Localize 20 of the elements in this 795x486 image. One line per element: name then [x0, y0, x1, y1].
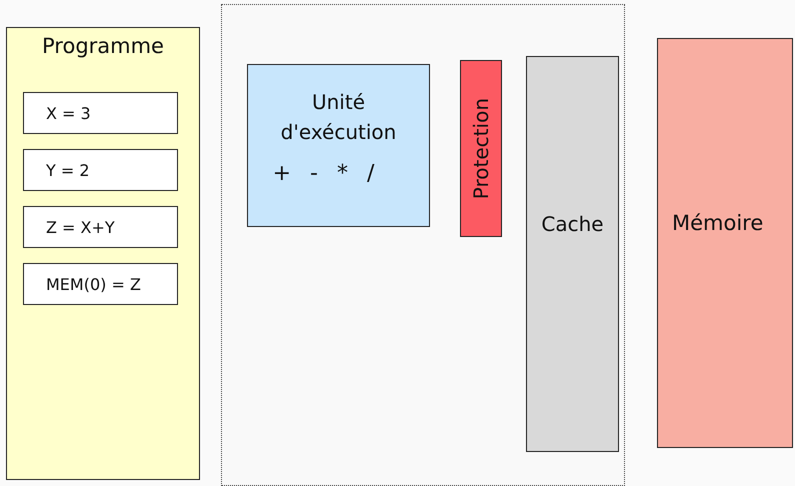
instruction-text: MEM(0) = Z	[46, 274, 142, 294]
panel-title: Programme	[42, 34, 164, 58]
box-label: Mémoire	[672, 211, 764, 235]
instruction-text: X = 3	[46, 104, 92, 122]
cache-box	[526, 56, 619, 452]
execution-unit-box	[247, 64, 430, 227]
instruction-text: Y = 2	[46, 160, 91, 180]
instruction-box	[23, 206, 178, 248]
instruction-box	[23, 92, 178, 134]
box-label: Unité d'exécution	[280, 89, 398, 146]
protection-box	[460, 60, 502, 237]
processor-panel	[221, 4, 625, 486]
memory-box	[657, 38, 793, 448]
box-label: Cache	[541, 212, 604, 236]
instruction-text: Z = X+Y	[46, 218, 116, 236]
program-panel	[6, 27, 200, 480]
instruction-box	[23, 149, 178, 191]
operator-symbols: + - * /	[272, 161, 374, 186]
box-label: Protection	[469, 98, 493, 200]
instruction-box	[23, 263, 178, 305]
